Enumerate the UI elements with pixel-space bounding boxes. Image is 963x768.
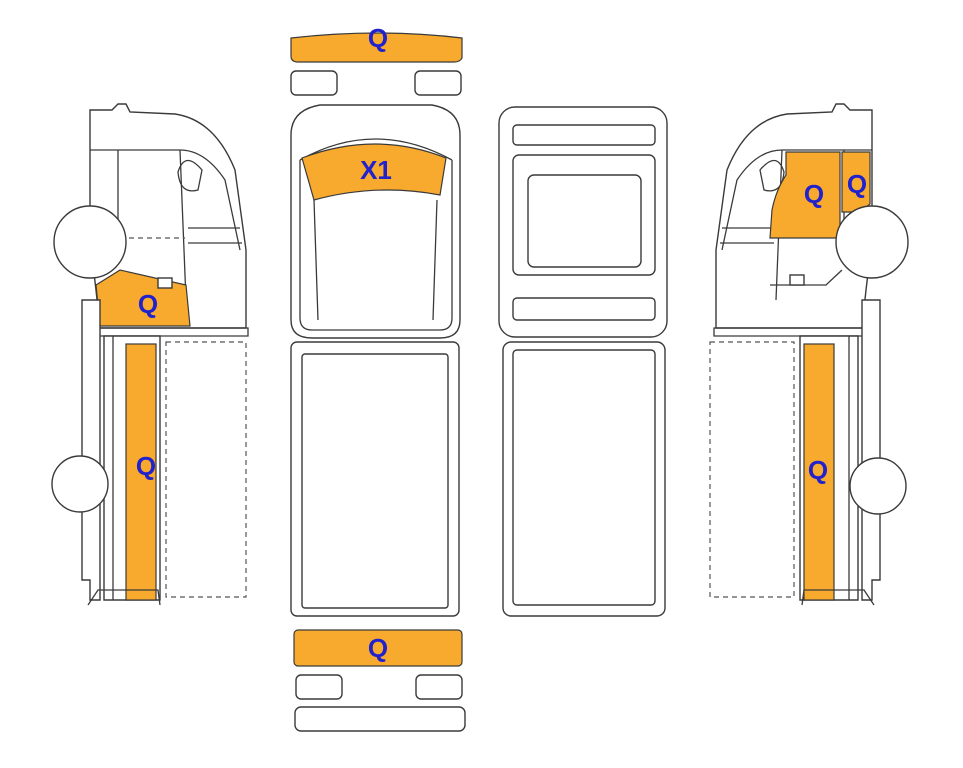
right-front-pillar-label: Q	[847, 169, 867, 199]
hood-label: X1	[360, 155, 392, 185]
left-door-lines	[117, 149, 187, 301]
right-bumper-edge	[861, 299, 881, 601]
cargo-box-inner	[301, 353, 449, 609]
roof-curve	[299, 138, 453, 161]
left-door-trim	[188, 227, 242, 244]
front-bumper-label: Q	[368, 23, 388, 53]
right-front-door-label: Q	[804, 179, 824, 209]
hood-panel[interactable]	[301, 143, 447, 201]
right-headlight	[414, 70, 462, 96]
left-door-handle	[157, 277, 173, 289]
underside-view	[498, 106, 668, 617]
left-side-panel[interactable]	[125, 343, 157, 601]
left-side-view: Q Q	[51, 103, 249, 606]
cab-pillars	[313, 199, 438, 321]
left-rear-mudflap	[87, 589, 161, 606]
underside-chassis-inner	[512, 349, 656, 606]
left-mirror	[177, 159, 203, 192]
left-cargo-dashed	[165, 341, 247, 598]
top-view: Q X1 Q	[290, 23, 466, 732]
left-bumper-edge	[81, 299, 101, 601]
left-headlight	[290, 70, 338, 96]
right-sill	[713, 327, 862, 337]
left-taillight	[295, 674, 343, 700]
right-rear-wheel	[849, 457, 907, 515]
front-bumper-panel[interactable]	[290, 32, 463, 63]
cab-inner-line	[299, 160, 453, 331]
right-front-wheel	[835, 205, 909, 279]
left-front-wheel	[53, 205, 127, 279]
right-taillight	[415, 674, 463, 700]
underside-front-strip	[512, 124, 656, 146]
right-cargo-dashed	[709, 341, 795, 598]
right-rear-mudflap	[801, 589, 875, 606]
rear-step	[294, 706, 466, 732]
right-door-trim	[720, 227, 774, 244]
cab-roof-outline	[290, 104, 461, 339]
right-side-label: Q	[808, 455, 828, 485]
rear-bumper-panel[interactable]	[293, 629, 463, 667]
underside-engine-inner	[527, 174, 642, 268]
left-front-fender-label: Q	[138, 289, 158, 319]
left-sill	[100, 327, 249, 337]
rear-bumper-label: Q	[368, 633, 388, 663]
left-rear-wheel	[51, 455, 109, 513]
right-side-panel[interactable]	[803, 343, 835, 601]
left-side-label: Q	[136, 451, 156, 481]
right-door-handle	[789, 274, 805, 286]
underside-rear-strip	[512, 297, 656, 321]
right-front-door-panel[interactable]	[769, 151, 841, 239]
right-side-view: Q Q Q	[709, 103, 909, 606]
right-fender-line	[770, 269, 843, 286]
